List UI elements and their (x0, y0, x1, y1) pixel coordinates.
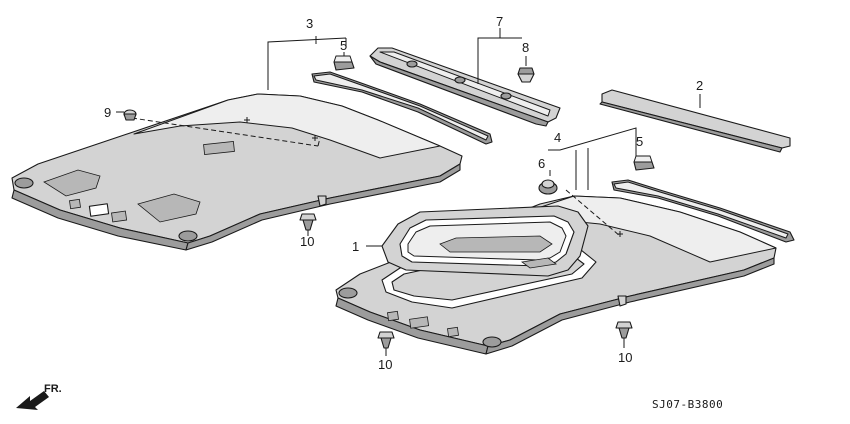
clip-10-right (615, 321, 633, 339)
clip-9 (123, 109, 137, 121)
callout-4: 4 (554, 130, 561, 145)
callout-7: 7 (496, 14, 503, 29)
sunroof-trim-7 (369, 47, 561, 127)
clip-8 (517, 67, 535, 83)
callout-5-right: 5 (636, 134, 643, 149)
front-direction-arrow (16, 391, 49, 410)
left-headliner (11, 93, 463, 251)
callout-10-center: 10 (378, 357, 392, 372)
callout-2: 2 (696, 78, 703, 93)
callout-10-left: 10 (300, 234, 314, 249)
leader-lines (116, 28, 701, 356)
front-trim-2 (599, 89, 791, 153)
part-code: SJ07-B3800 (652, 398, 723, 411)
rear-molding-left (311, 71, 493, 145)
callout-10-right: 10 (618, 350, 632, 365)
callout-3: 3 (306, 16, 313, 31)
front-direction-label: FR. (44, 383, 62, 395)
grommet-6 (538, 179, 558, 195)
sunroof-seal-1 (381, 205, 589, 277)
clip-10-center (377, 331, 395, 349)
clip-5-left (333, 55, 355, 71)
clip-5-right (633, 155, 655, 171)
clip-10-left (299, 213, 317, 231)
callout-5-left: 5 (340, 38, 347, 53)
callout-9: 9 (104, 105, 111, 120)
callout-6: 6 (538, 156, 545, 171)
rear-molding-right (611, 179, 795, 243)
callout-8: 8 (522, 40, 529, 55)
callout-1: 1 (352, 239, 359, 254)
